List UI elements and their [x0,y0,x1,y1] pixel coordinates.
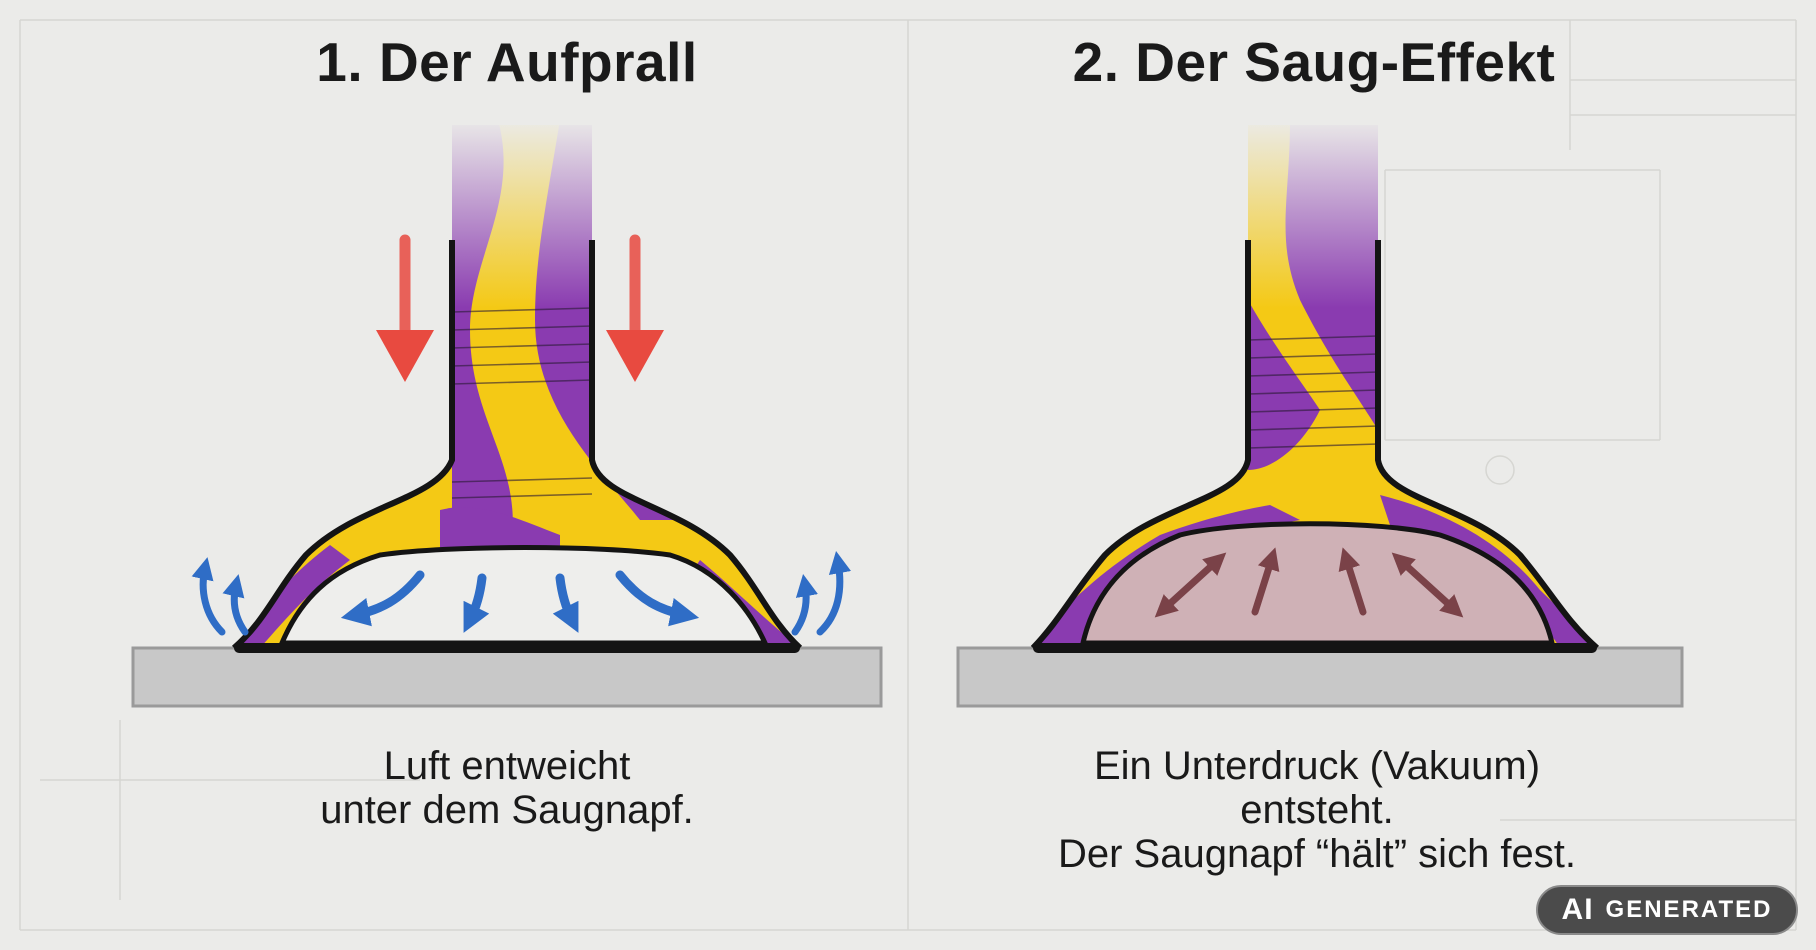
surface-right [956,646,1684,708]
air-pocket-left [278,545,769,646]
vacuum-arrows [1154,547,1464,618]
caption-line: entsteht. [1240,788,1394,832]
panel-suction [956,125,1684,708]
impact-arrow-left [376,234,434,382]
caption-line: Der Saugnapf “hält” sich fest. [1057,832,1577,876]
suction-cup-right [1030,125,1599,653]
panel-1-caption: Luft entweicht unter dem Saugnapf. [147,744,867,832]
impact-arrow-right [606,234,664,382]
panel-2-title: 2. Der Saug-Effekt [1072,31,1556,93]
suction-cup-left [232,125,803,653]
panel-1-title: 1. Der Aufprall [316,31,698,93]
badge-ai-label: AI [1561,893,1594,926]
ai-generated-badge: AI GENERATED [1536,885,1798,935]
panel-impact [131,125,883,708]
caption-line: Ein Unterdruck (Vakuum) [1093,744,1541,788]
air-arrows-inside [340,570,700,633]
panel-2-caption: Ein Unterdruck (Vakuum) entsteht. Der Sa… [957,744,1677,876]
badge-generated-label: GENERATED [1605,896,1773,923]
blueprint-background [19,19,1797,931]
air-arrows-outside [191,550,851,636]
caption-line: unter dem Saugnapf. [320,788,694,832]
caption-line: Luft entweicht [383,744,631,788]
surface-left [131,646,883,708]
